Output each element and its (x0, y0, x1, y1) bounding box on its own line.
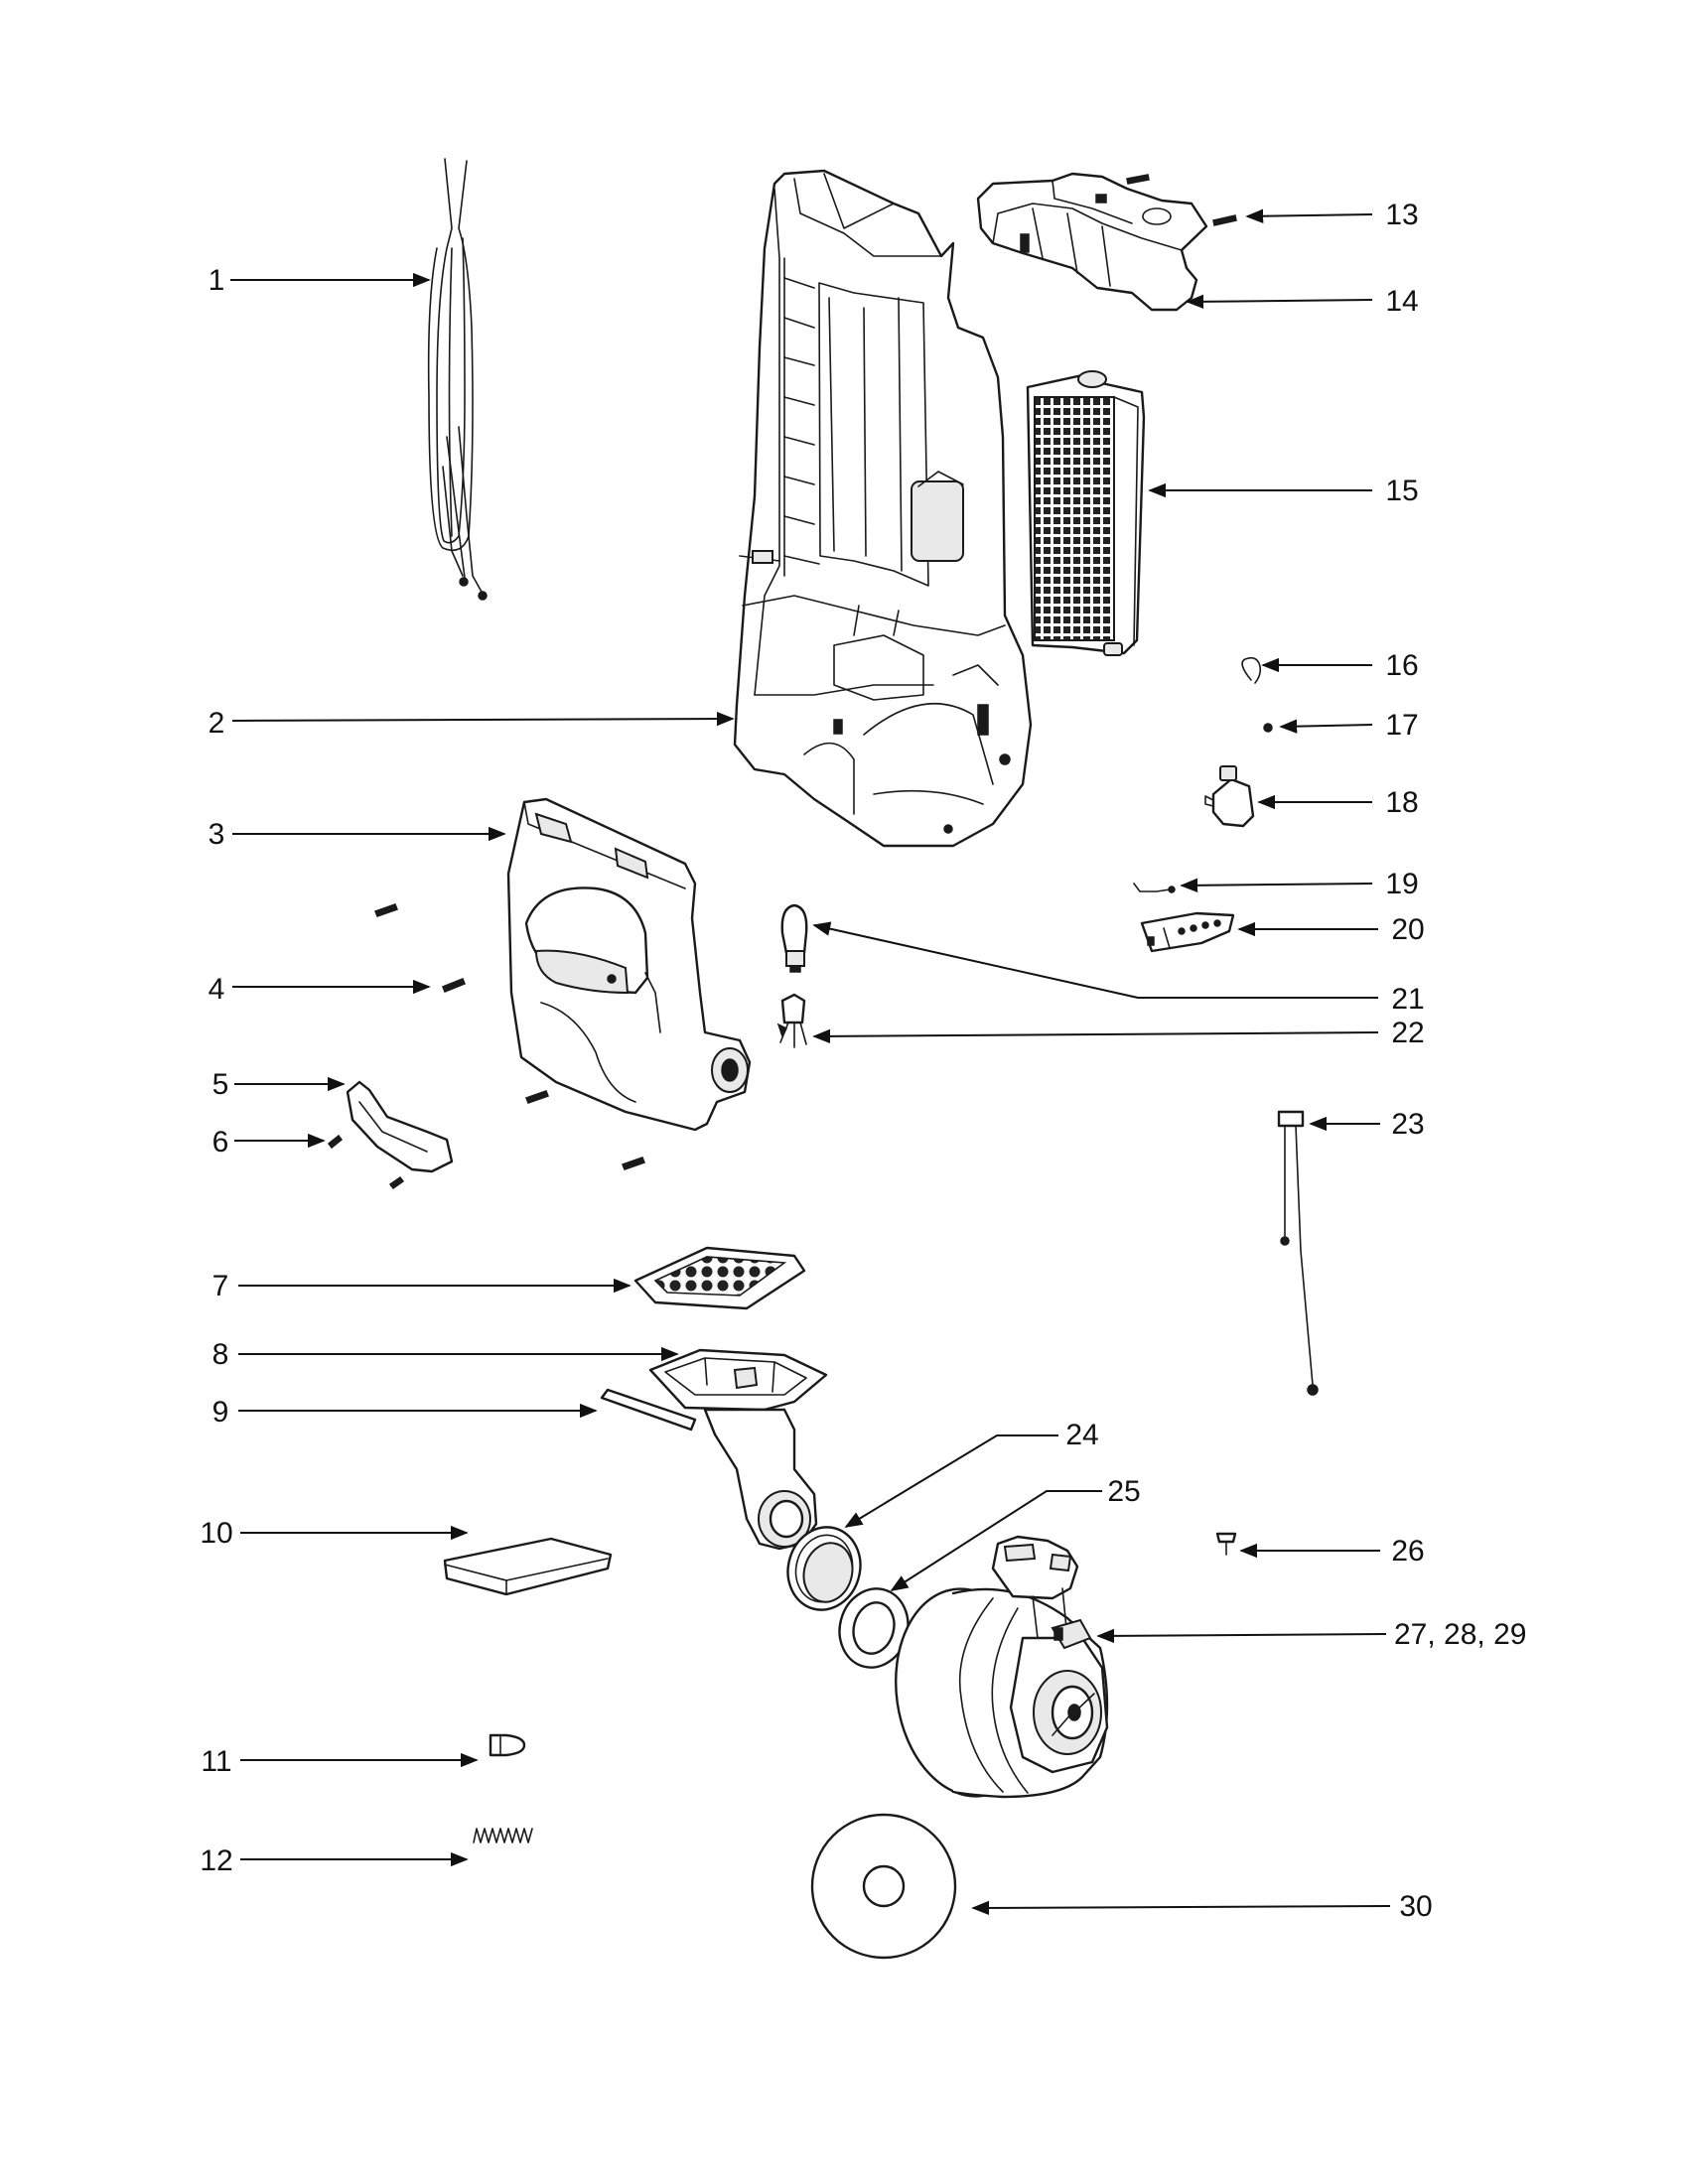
callout-12: 12 (200, 1844, 469, 1877)
svg-text:27, 28, 29: 27, 28, 29 (1394, 1618, 1526, 1651)
screw-26-part (1215, 1532, 1237, 1556)
washer-part (838, 1587, 910, 1669)
indicator-panel-part (1140, 911, 1235, 953)
callout-23: 23 (1309, 1108, 1425, 1141)
callout-20: 20 (1237, 913, 1425, 946)
svg-text:24: 24 (1065, 1419, 1098, 1451)
main-housing-part (733, 169, 1033, 848)
bag-door-part (506, 797, 752, 1132)
svg-text:2: 2 (209, 707, 225, 740)
callout-18: 18 (1257, 786, 1419, 819)
power-cord-part (427, 158, 488, 601)
callout-2: 2 (209, 707, 735, 740)
exhaust-filter-part (1026, 370, 1146, 656)
svg-text:13: 13 (1385, 199, 1418, 231)
svg-text:19: 19 (1385, 868, 1418, 900)
svg-text:20: 20 (1391, 913, 1424, 946)
svg-text:18: 18 (1385, 786, 1418, 819)
screw-13-part (1126, 174, 1237, 226)
gasket-ring-part (786, 1526, 862, 1611)
callout-16: 16 (1261, 649, 1419, 682)
callout-22: 22 (812, 1017, 1425, 1049)
callout-5: 5 (212, 1068, 346, 1101)
svg-text:6: 6 (212, 1126, 229, 1159)
callout-24: 24 (844, 1419, 1099, 1528)
handle-cap-part (976, 172, 1208, 312)
spring-wire-part (1133, 883, 1176, 893)
disc-30-part (810, 1813, 957, 1960)
screw-6-part (327, 1134, 405, 1190)
callout-9: 9 (212, 1396, 598, 1429)
svg-text:4: 4 (209, 973, 225, 1006)
pin-17-part (1263, 723, 1273, 733)
callout-21: 21 (812, 921, 1425, 1016)
dust-tube-part (600, 1388, 697, 1432)
svg-text:14: 14 (1385, 285, 1418, 318)
light-bulb-part (780, 903, 808, 973)
callout-25: 25 (890, 1475, 1141, 1591)
svg-text:12: 12 (200, 1844, 232, 1877)
cap-11-part (489, 1733, 526, 1757)
callout-10: 10 (200, 1517, 469, 1550)
svg-text:3: 3 (209, 818, 225, 851)
bag-nozzle-part (648, 1348, 828, 1551)
callout-19: 19 (1180, 868, 1419, 900)
svg-text:17: 17 (1385, 709, 1418, 742)
svg-text:11: 11 (201, 1745, 231, 1778)
svg-text:8: 8 (212, 1338, 229, 1371)
callout-27-28-29: 27, 28, 29 (1096, 1618, 1526, 1651)
spring-12-part (473, 1828, 533, 1843)
callout-14: 14 (1186, 285, 1419, 318)
motor-assembly-part (895, 1535, 1109, 1799)
svg-text:10: 10 (200, 1517, 232, 1550)
callout-13: 13 (1245, 199, 1419, 231)
svg-text:9: 9 (212, 1396, 229, 1429)
motor-filter-pad-part (443, 1537, 613, 1596)
svg-text:30: 30 (1399, 1890, 1432, 1923)
svg-text:5: 5 (212, 1068, 229, 1101)
svg-text:16: 16 (1385, 649, 1418, 682)
callout-4: 4 (209, 973, 431, 1006)
switch-part (1204, 765, 1255, 828)
screw-4-part (374, 903, 645, 1170)
wire-harness-part (1277, 1110, 1319, 1396)
bag-hook-part (346, 1080, 454, 1173)
callout-26: 26 (1239, 1535, 1425, 1568)
svg-text:15: 15 (1385, 475, 1418, 507)
svg-text:26: 26 (1391, 1535, 1424, 1568)
callout-11: 11 (201, 1745, 479, 1778)
callout-7: 7 (212, 1270, 632, 1302)
callout-15: 15 (1148, 475, 1419, 507)
svg-text:23: 23 (1391, 1108, 1424, 1141)
svg-text:22: 22 (1391, 1017, 1424, 1049)
callout-8: 8 (212, 1338, 679, 1371)
svg-text:1: 1 (209, 264, 225, 297)
filter-screen-part (633, 1246, 806, 1310)
callout-17: 17 (1279, 709, 1419, 742)
retaining-clip-part (1241, 656, 1262, 684)
bulb-socket-part (776, 993, 807, 1048)
svg-text:25: 25 (1107, 1475, 1140, 1508)
callout-30: 30 (971, 1890, 1433, 1923)
svg-text:7: 7 (212, 1270, 229, 1302)
callout-6: 6 (212, 1126, 326, 1159)
callout-1: 1 (209, 264, 431, 297)
callout-3: 3 (209, 818, 506, 851)
svg-text:21: 21 (1391, 983, 1424, 1016)
